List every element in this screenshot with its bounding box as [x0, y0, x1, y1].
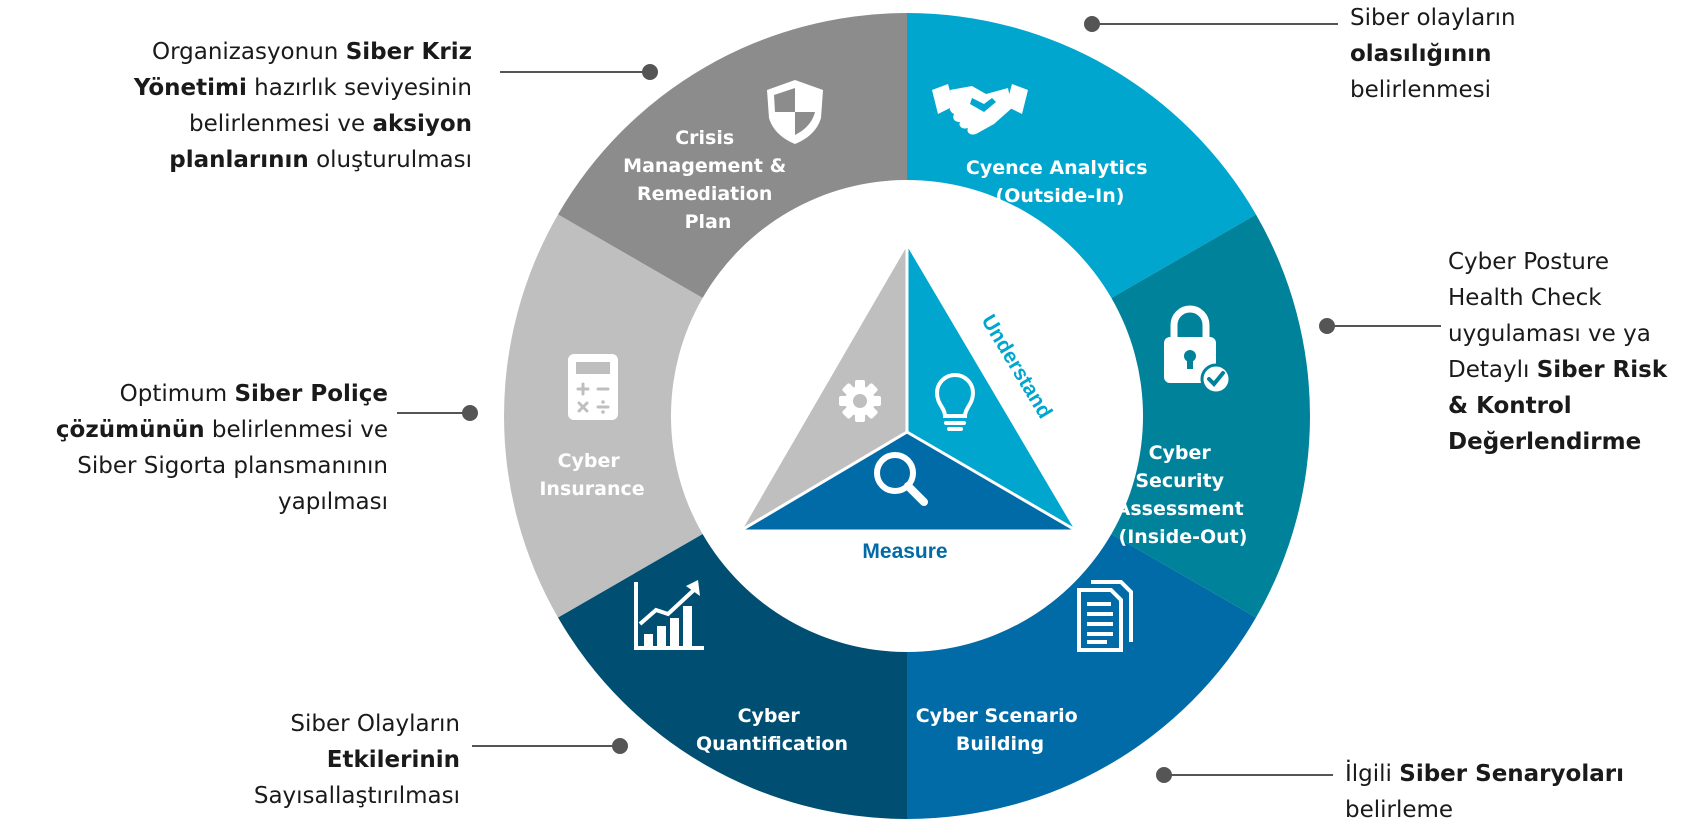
- segment-label-insurance: Cyber Insurance: [539, 450, 644, 500]
- lightbulb-icon: [934, 373, 976, 431]
- callout-emphasis: Siber Poliçe çözümünün: [55, 381, 388, 443]
- magnifier-icon: [874, 452, 928, 506]
- connector-dot: [1084, 16, 1100, 32]
- callout-emphasis: Siber Risk & Kontrol Değerlendirme: [1448, 357, 1668, 455]
- gear-icon: [839, 380, 881, 422]
- connector-dot: [642, 64, 658, 80]
- triangle-outline: [737, 240, 1080, 533]
- growth-chart-icon: [634, 580, 704, 650]
- callout-text: Optimum: [119, 381, 235, 407]
- callout-text: İlgili: [1345, 761, 1400, 787]
- segment-label-quantification: Cyber Quantification: [696, 705, 848, 755]
- callout-emphasis: aksiyon planlarının: [169, 111, 472, 173]
- connector-dot: [1156, 767, 1172, 783]
- connector-dot: [1319, 318, 1335, 334]
- segment-cyber-security-assessment: [1111, 214, 1310, 618]
- segment-label-crisis: Crisis Management & Remediation Plan: [623, 127, 793, 233]
- callout-text: belirlenmesi: [1350, 77, 1492, 103]
- segment-cyber-quantification: [558, 534, 907, 819]
- callout-text: oluşturulması: [308, 147, 472, 173]
- callout-text: belirlenmesi ve Siber Sigorta plansmanın…: [77, 417, 388, 515]
- triangle-divider: [739, 430, 908, 533]
- triangle-divider: [906, 430, 1078, 533]
- callout-emphasis: Siber Kriz Yönetimi: [133, 39, 472, 101]
- callout-emphasis: olasılığının: [1350, 41, 1492, 67]
- callout-text: Organizasyonun: [151, 39, 346, 65]
- lock-check-icon: [1164, 305, 1232, 395]
- callout-text: belirleme: [1345, 797, 1454, 823]
- callout-cyence-analytics: Siber olayların olasılığının belirlenmes…: [1350, 0, 1580, 108]
- callout-cyber-scenario-building: İlgili Siber Senaryoları belirleme: [1345, 756, 1665, 828]
- callout-crisis-management: Organizasyonun Siber Kriz Yönetimi hazır…: [112, 34, 472, 178]
- callout-emphasis: Etkilerinin: [326, 747, 460, 773]
- callout-cyber-security-assessment: Cyber Posture Health Check uygulaması ve…: [1448, 244, 1678, 460]
- segment-cyber-scenario-building: [907, 534, 1256, 819]
- calculator-icon: [568, 354, 618, 420]
- callout-cyber-insurance: Optimum Siber Poliçe çözümünün belirlenm…: [8, 376, 388, 520]
- segment-label-assessment: Cyber Security Assessment (Inside-Out): [1116, 442, 1251, 548]
- documents-icon: [1077, 580, 1133, 652]
- connector-dot: [462, 405, 478, 421]
- callout-text: Siber Olayların: [290, 711, 460, 737]
- callout-text: hazırlık seviyesinin belirlenmesi ve: [189, 75, 472, 137]
- callout-cyber-quantification: Siber Olayların Etkilerinin Sayısallaştı…: [192, 706, 460, 814]
- callout-text: Sayısallaştırılması: [253, 783, 460, 809]
- shield-icon: [767, 80, 823, 144]
- segment-crisis-management: [558, 13, 907, 298]
- triangle-label-measure: Measure: [862, 540, 947, 563]
- segment-label-cyence: Cyence Analytics (Outside-In): [966, 157, 1154, 207]
- handshake-icon: [932, 84, 1028, 135]
- segment-label-scenario: Cyber Scenario Building: [916, 705, 1085, 755]
- callout-text: Siber olayların: [1350, 5, 1516, 31]
- callout-emphasis: Siber Senaryoları: [1399, 761, 1624, 787]
- callout-text: Cyber Posture Health Check uygulaması ve…: [1448, 249, 1651, 383]
- connector-dot: [612, 738, 628, 754]
- segment-cyence-analytics: [907, 13, 1256, 298]
